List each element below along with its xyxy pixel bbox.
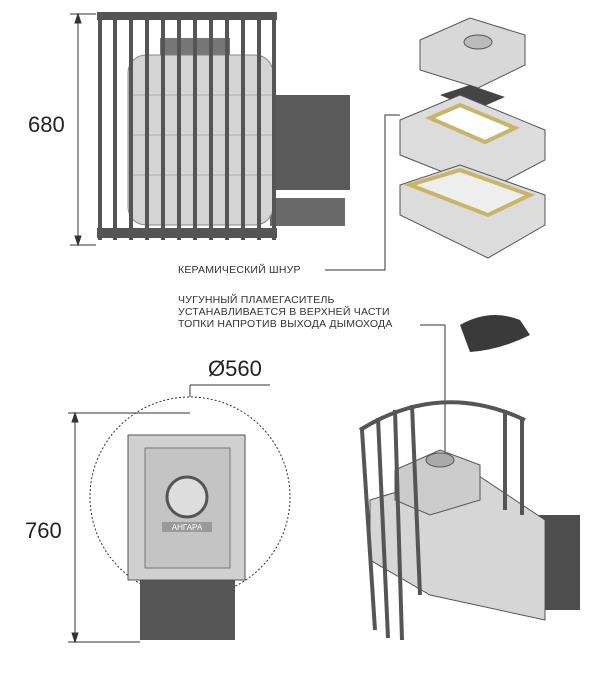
front-view	[70, 12, 350, 247]
firebox-body	[127, 54, 274, 226]
caption-line: ТОПКИ НАПРОТИВ ВЫХОДА ДЫМОХОДА	[178, 318, 393, 330]
caption-line: ЧУГУННЫЙ ПЛАМЕГАСИТЕЛЬ	[178, 294, 335, 306]
cylinder-bars	[358, 400, 526, 641]
top-view: АНГАРА	[68, 384, 291, 644]
logo-mark: АНГАРА	[172, 523, 203, 532]
ceramic-cord-caption: КЕРАМИЧЕСКИЙ ШНУР	[178, 264, 301, 276]
flame-arrester	[460, 315, 530, 352]
ceramic-cord-upper	[424, 102, 520, 145]
dimension-760-label: 760	[25, 518, 62, 543]
tunnel-top	[140, 578, 235, 640]
dimension-680-label: 680	[28, 112, 65, 137]
caption-line: УСТАНАВЛИВАЕТСЯ В ВЕРХНЕЙ ЧАСТИ	[178, 306, 390, 318]
dimension-560-label: Ø560	[208, 356, 262, 381]
chimney-tunnel	[270, 95, 350, 190]
arrester-leader-line	[420, 324, 446, 455]
cord-leader-line	[325, 114, 400, 271]
dimension-760-line	[68, 384, 270, 644]
ceramic-cord-lower	[403, 167, 536, 218]
dimension-680-line	[70, 12, 96, 247]
exploded-view	[325, 17, 546, 271]
flame-arrester-caption: ЧУГУННЫЙ ПЛАМЕГАСИТЕЛЬ УСТАНАВЛИВАЕТСЯ В…	[178, 294, 393, 330]
cutaway-view	[358, 315, 580, 641]
frame-bars	[98, 14, 276, 240]
